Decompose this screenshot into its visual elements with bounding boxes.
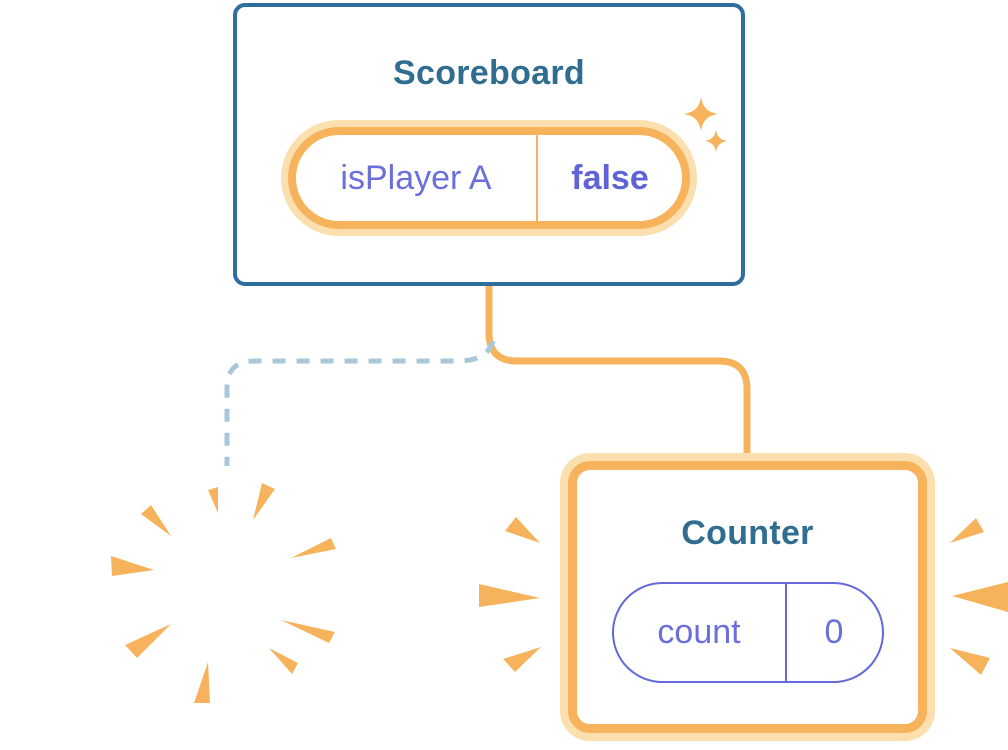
scoreboard-title: Scoreboard [393, 54, 585, 92]
counter-component-card: Counter count 0 [568, 461, 927, 733]
orange-connector-line [485, 284, 751, 458]
pill-divider [784, 584, 787, 681]
state-key-label: isPlayer A [340, 158, 492, 197]
dashed-connector-line [224, 340, 496, 466]
burst-marks-left-icon [479, 517, 541, 672]
explosion-burst-icon [111, 483, 336, 703]
pill-divider [536, 135, 538, 221]
destroyed-component-card [91, 456, 359, 719]
burst-marks-right-icon [950, 518, 1008, 675]
state-value-label: false [571, 158, 649, 197]
scoreboard-component-card: Scoreboard isPlayer A false [233, 3, 745, 286]
state-value-label: 0 [824, 613, 844, 651]
counter-state-pill: count 0 [611, 582, 884, 683]
counter-title: Counter [681, 514, 814, 552]
destroyed-card-body [91, 456, 359, 719]
scoreboard-state-pill: isPlayer A false [288, 127, 690, 229]
state-key-label: count [657, 613, 741, 651]
